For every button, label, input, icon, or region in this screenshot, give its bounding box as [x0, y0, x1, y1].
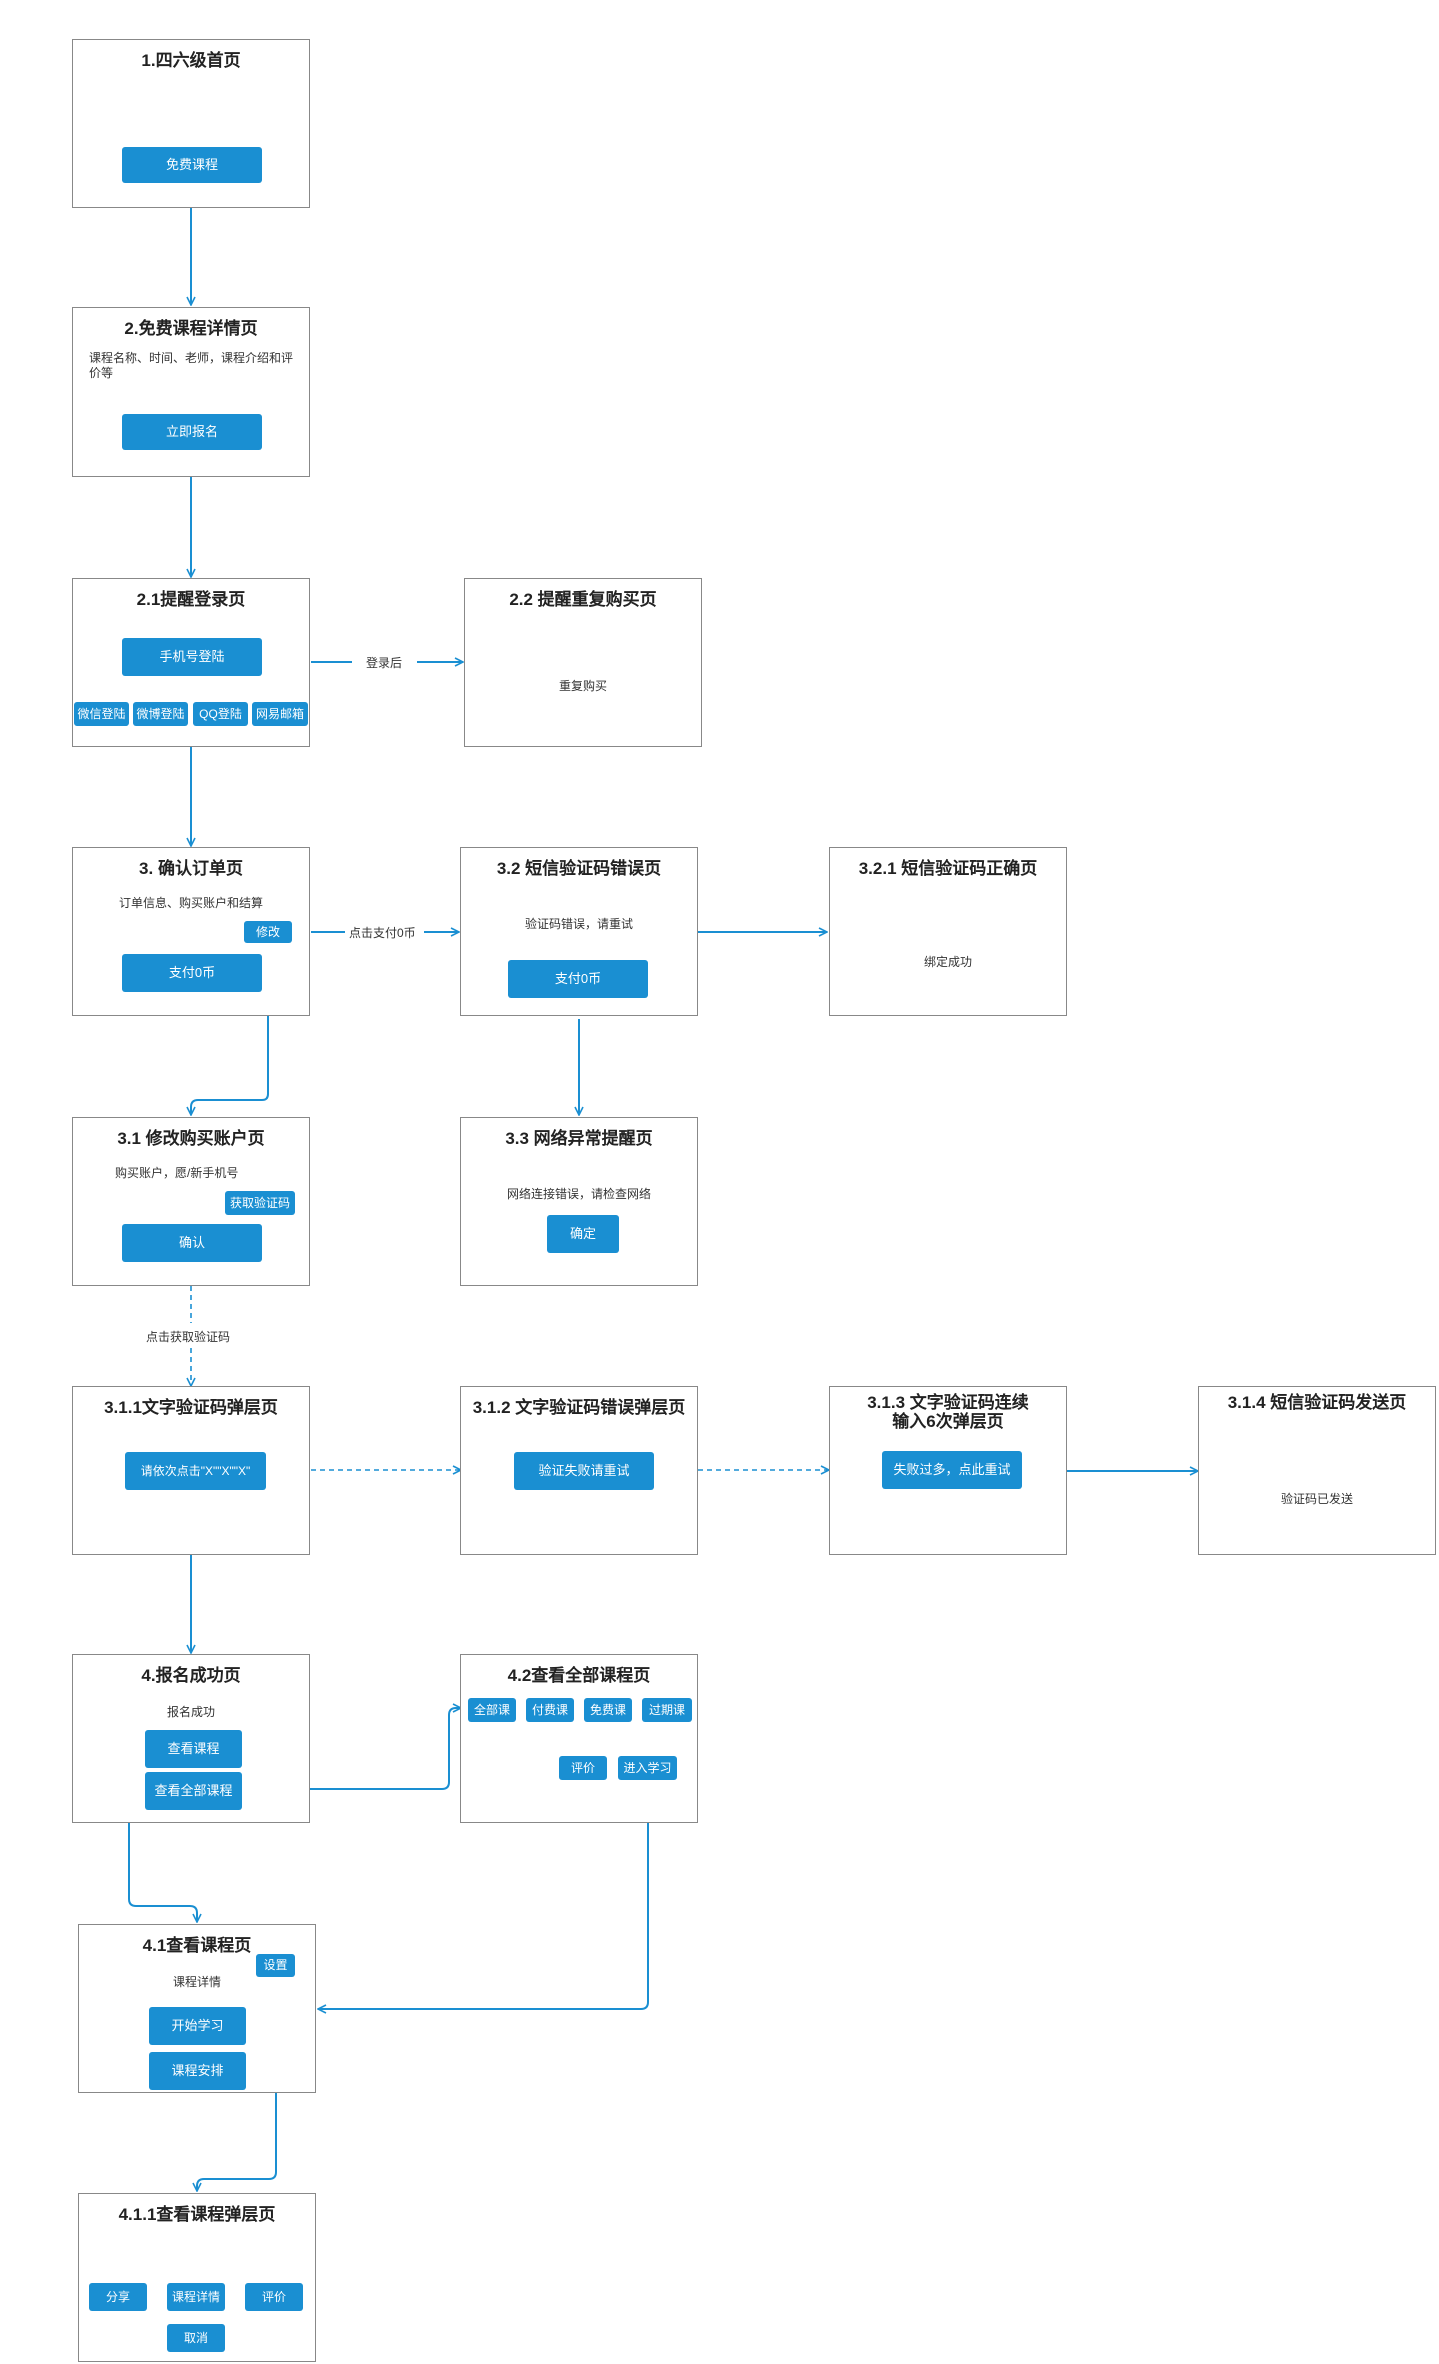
edge-label-click-pay: 点击支付0币 — [349, 924, 416, 941]
node-title: 3.2 短信验证码错误页 — [496, 859, 662, 878]
node-title: 3.2.1 短信验证码正确页 — [858, 859, 1038, 878]
node-desc: 验证码已发送 — [1280, 1492, 1353, 1506]
node-desc: 报名成功 — [166, 1705, 215, 1719]
node-desc: 课程详情 — [172, 1975, 221, 1989]
enter-study-button[interactable]: 进入学习 — [618, 1756, 677, 1780]
node-title: 4.报名成功页 — [141, 1666, 241, 1685]
phone-login-button[interactable]: 手机号登陆 — [122, 638, 262, 676]
node-title: 4.1.1查看课程弹层页 — [118, 2205, 276, 2224]
confirm-button[interactable]: 确认 — [122, 1224, 262, 1262]
node-title: 3.3 网络异常提醒页 — [505, 1129, 653, 1148]
node-3-1-edit-account: 3.1 修改购买账户页 购买账户，愿/新手机号 获取验证码 确认 — [72, 1117, 310, 1286]
node-desc: 课程名称、时间、老师，课程介绍和评价等 — [89, 351, 294, 380]
wechat-login-button[interactable]: 微信登陆 — [74, 702, 129, 726]
node-title: 3.1.1文字验证码弹层页 — [104, 1398, 278, 1417]
cancel-button[interactable]: 取消 — [167, 2324, 225, 2352]
node-desc: 绑定成功 — [923, 955, 972, 969]
tab-paid-courses[interactable]: 付费课 — [526, 1698, 574, 1722]
node-title: 2.免费课程详情页 — [124, 319, 258, 338]
tab-free-courses[interactable]: 免费课 — [584, 1698, 632, 1722]
node-title: 3.1 修改购买账户页 — [117, 1129, 265, 1148]
settings-button[interactable]: 设置 — [256, 1954, 295, 1977]
weibo-login-button[interactable]: 微博登陆 — [133, 702, 188, 726]
qq-login-button[interactable]: QQ登陆 — [193, 702, 248, 726]
course-detail-button[interactable]: 课程详情 — [167, 2283, 225, 2311]
node-3-1-1-text-captcha-layer: 3.1.1文字验证码弹层页 请依次点击"X""X""X" — [72, 1386, 310, 1555]
node-3-1-4-sms-code-sent: 3.1.4 短信验证码发送页 验证码已发送 — [1198, 1386, 1436, 1555]
node-desc: 网络连接错误，请检查网络 — [506, 1187, 651, 1201]
node-2-1-login-reminder: 2.1提醒登录页 手机号登陆 微信登陆 微博登陆 QQ登陆 网易邮箱 — [72, 578, 310, 747]
node-3-3-network-error: 3.3 网络异常提醒页 网络连接错误，请检查网络 确定 — [460, 1117, 698, 1286]
node-4-2-all-courses: 4.2查看全部课程页 全部课 付费课 免费课 过期课 评价 进入学习 — [460, 1654, 698, 1823]
node-1-cet-home: 1.四六级首页 免费课程 — [72, 39, 310, 208]
node-title: 4.1查看课程页 — [142, 1936, 252, 1955]
tab-all-courses[interactable]: 全部课 — [468, 1698, 516, 1722]
course-schedule-button[interactable]: 课程安排 — [149, 2052, 246, 2090]
node-3-confirm-order: 3. 确认订单页 订单信息、购买账户和结算 修改 支付0币 — [72, 847, 310, 1016]
node-4-enroll-success: 4.报名成功页 报名成功 查看课程 查看全部课程 — [72, 1654, 310, 1823]
node-title: 2.1提醒登录页 — [136, 590, 246, 609]
node-4-1-view-course: 4.1查看课程页 设置 课程详情 开始学习 课程安排 — [78, 1924, 316, 2093]
node-3-1-2-text-captcha-error-layer: 3.1.2 文字验证码错误弹层页 验证失败请重试 — [460, 1386, 698, 1555]
node-desc: 验证码错误，请重试 — [524, 917, 633, 931]
review-button[interactable]: 评价 — [245, 2283, 303, 2311]
edge-label-click-get-code: 点击获取验证码 — [146, 1328, 231, 1345]
node-desc: 订单信息、购买账户和结算 — [118, 896, 263, 910]
node-3-2-sms-code-error: 3.2 短信验证码错误页 验证码错误，请重试 支付0币 — [460, 847, 698, 1016]
node-2-free-course-detail: 2.免费课程详情页 课程名称、时间、老师，课程介绍和评价等 立即报名 — [72, 307, 310, 477]
start-study-button[interactable]: 开始学习 — [149, 2007, 246, 2045]
node-title: 3.1.3 文字验证码连续 输入6次弹层页 — [867, 1393, 1029, 1431]
node-title: 3.1.4 短信验证码发送页 — [1227, 1393, 1407, 1412]
get-code-button[interactable]: 获取验证码 — [225, 1191, 295, 1215]
node-4-1-1-course-layer: 4.1.1查看课程弹层页 分享 课程详情 评价 取消 — [78, 2193, 316, 2362]
view-all-courses-button[interactable]: 查看全部课程 — [145, 1772, 242, 1810]
node-2-2-duplicate-purchase: 2.2 提醒重复购买页 重复购买 — [464, 578, 702, 747]
review-button[interactable]: 评价 — [559, 1756, 607, 1780]
node-desc: 购买账户，愿/新手机号 — [115, 1166, 239, 1180]
too-many-fails-retry-button[interactable]: 失败过多，点此重试 — [882, 1451, 1022, 1489]
netease-mail-login-button[interactable]: 网易邮箱 — [252, 702, 308, 726]
node-3-2-1-sms-code-correct: 3.2.1 短信验证码正确页 绑定成功 — [829, 847, 1067, 1016]
view-course-button[interactable]: 查看课程 — [145, 1730, 242, 1768]
edit-button[interactable]: 修改 — [244, 921, 292, 943]
enroll-now-button[interactable]: 立即报名 — [122, 414, 262, 450]
node-3-1-3-captcha-six-fails-layer: 3.1.3 文字验证码连续 输入6次弹层页 失败过多，点此重试 — [829, 1386, 1067, 1555]
retry-button[interactable]: 验证失败请重试 — [514, 1452, 654, 1490]
pay-zero-coins-button[interactable]: 支付0币 — [122, 954, 262, 992]
node-title: 4.2查看全部课程页 — [507, 1666, 651, 1685]
node-title: 3.1.2 文字验证码错误弹层页 — [472, 1398, 686, 1417]
node-desc: 重复购买 — [558, 679, 607, 693]
free-courses-button[interactable]: 免费课程 — [122, 147, 262, 183]
captcha-click-button[interactable]: 请依次点击"X""X""X" — [125, 1452, 266, 1490]
pay-zero-coins-button[interactable]: 支付0币 — [508, 960, 648, 998]
ok-button[interactable]: 确定 — [547, 1215, 619, 1253]
node-title: 2.2 提醒重复购买页 — [509, 590, 657, 609]
share-button[interactable]: 分享 — [89, 2283, 147, 2311]
node-title: 1.四六级首页 — [141, 51, 241, 70]
edge-label-after-login: 登录后 — [366, 654, 403, 671]
node-title: 3. 确认订单页 — [139, 859, 243, 878]
tab-expired-courses[interactable]: 过期课 — [642, 1698, 692, 1722]
